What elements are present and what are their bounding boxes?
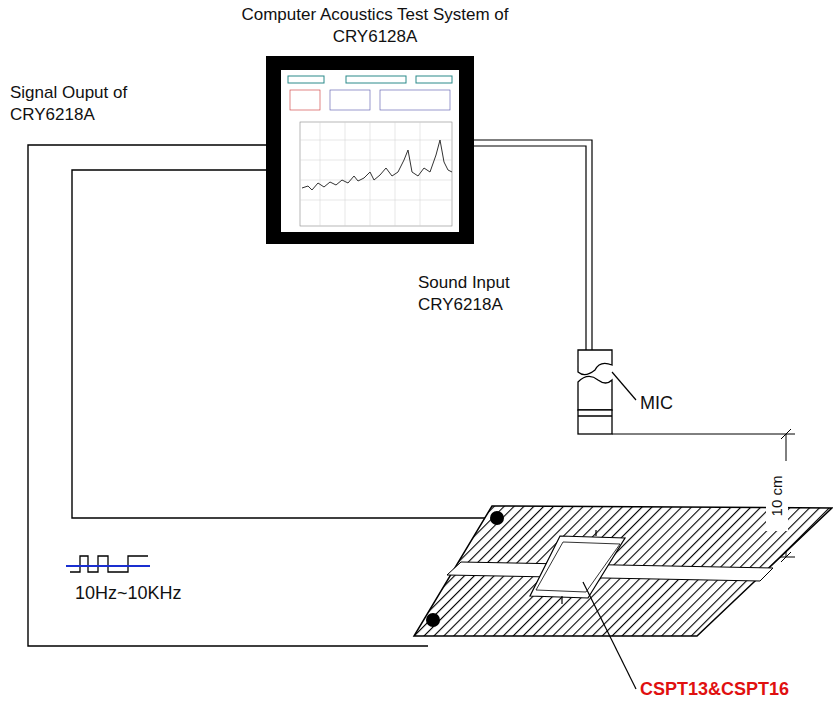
leader-line	[583, 582, 636, 689]
frequency-label: 10Hz~10KHz	[75, 582, 235, 604]
leader-line	[612, 372, 636, 400]
mic-cable	[474, 140, 592, 350]
signal-wire	[72, 170, 497, 518]
signal-wire	[28, 145, 428, 646]
square-wave-symbol	[66, 556, 150, 572]
system-heading: Computer Acoustics Test System of CRY612…	[240, 4, 510, 48]
board-band	[447, 562, 773, 581]
part-label: MIC	[640, 392, 720, 414]
monitor-screen	[281, 70, 459, 232]
mic-cable	[474, 146, 586, 350]
monitor-frame	[266, 56, 474, 244]
part-label: CSPT13&CSPT16	[640, 678, 830, 700]
terminal-dot	[426, 613, 440, 627]
monitor-node: Computer Acoustics Test System of CRY612…	[240, 4, 510, 246]
speaker-component	[530, 530, 625, 604]
dimension-label: 10 cm	[766, 461, 788, 531]
terminal-dot	[490, 511, 504, 525]
screen-graph	[288, 76, 452, 226]
signal-label: Sound Input CRY6218A	[418, 272, 568, 316]
microphone	[578, 350, 612, 434]
signal-label: Signal Ouput of CRY6218A	[10, 82, 210, 126]
